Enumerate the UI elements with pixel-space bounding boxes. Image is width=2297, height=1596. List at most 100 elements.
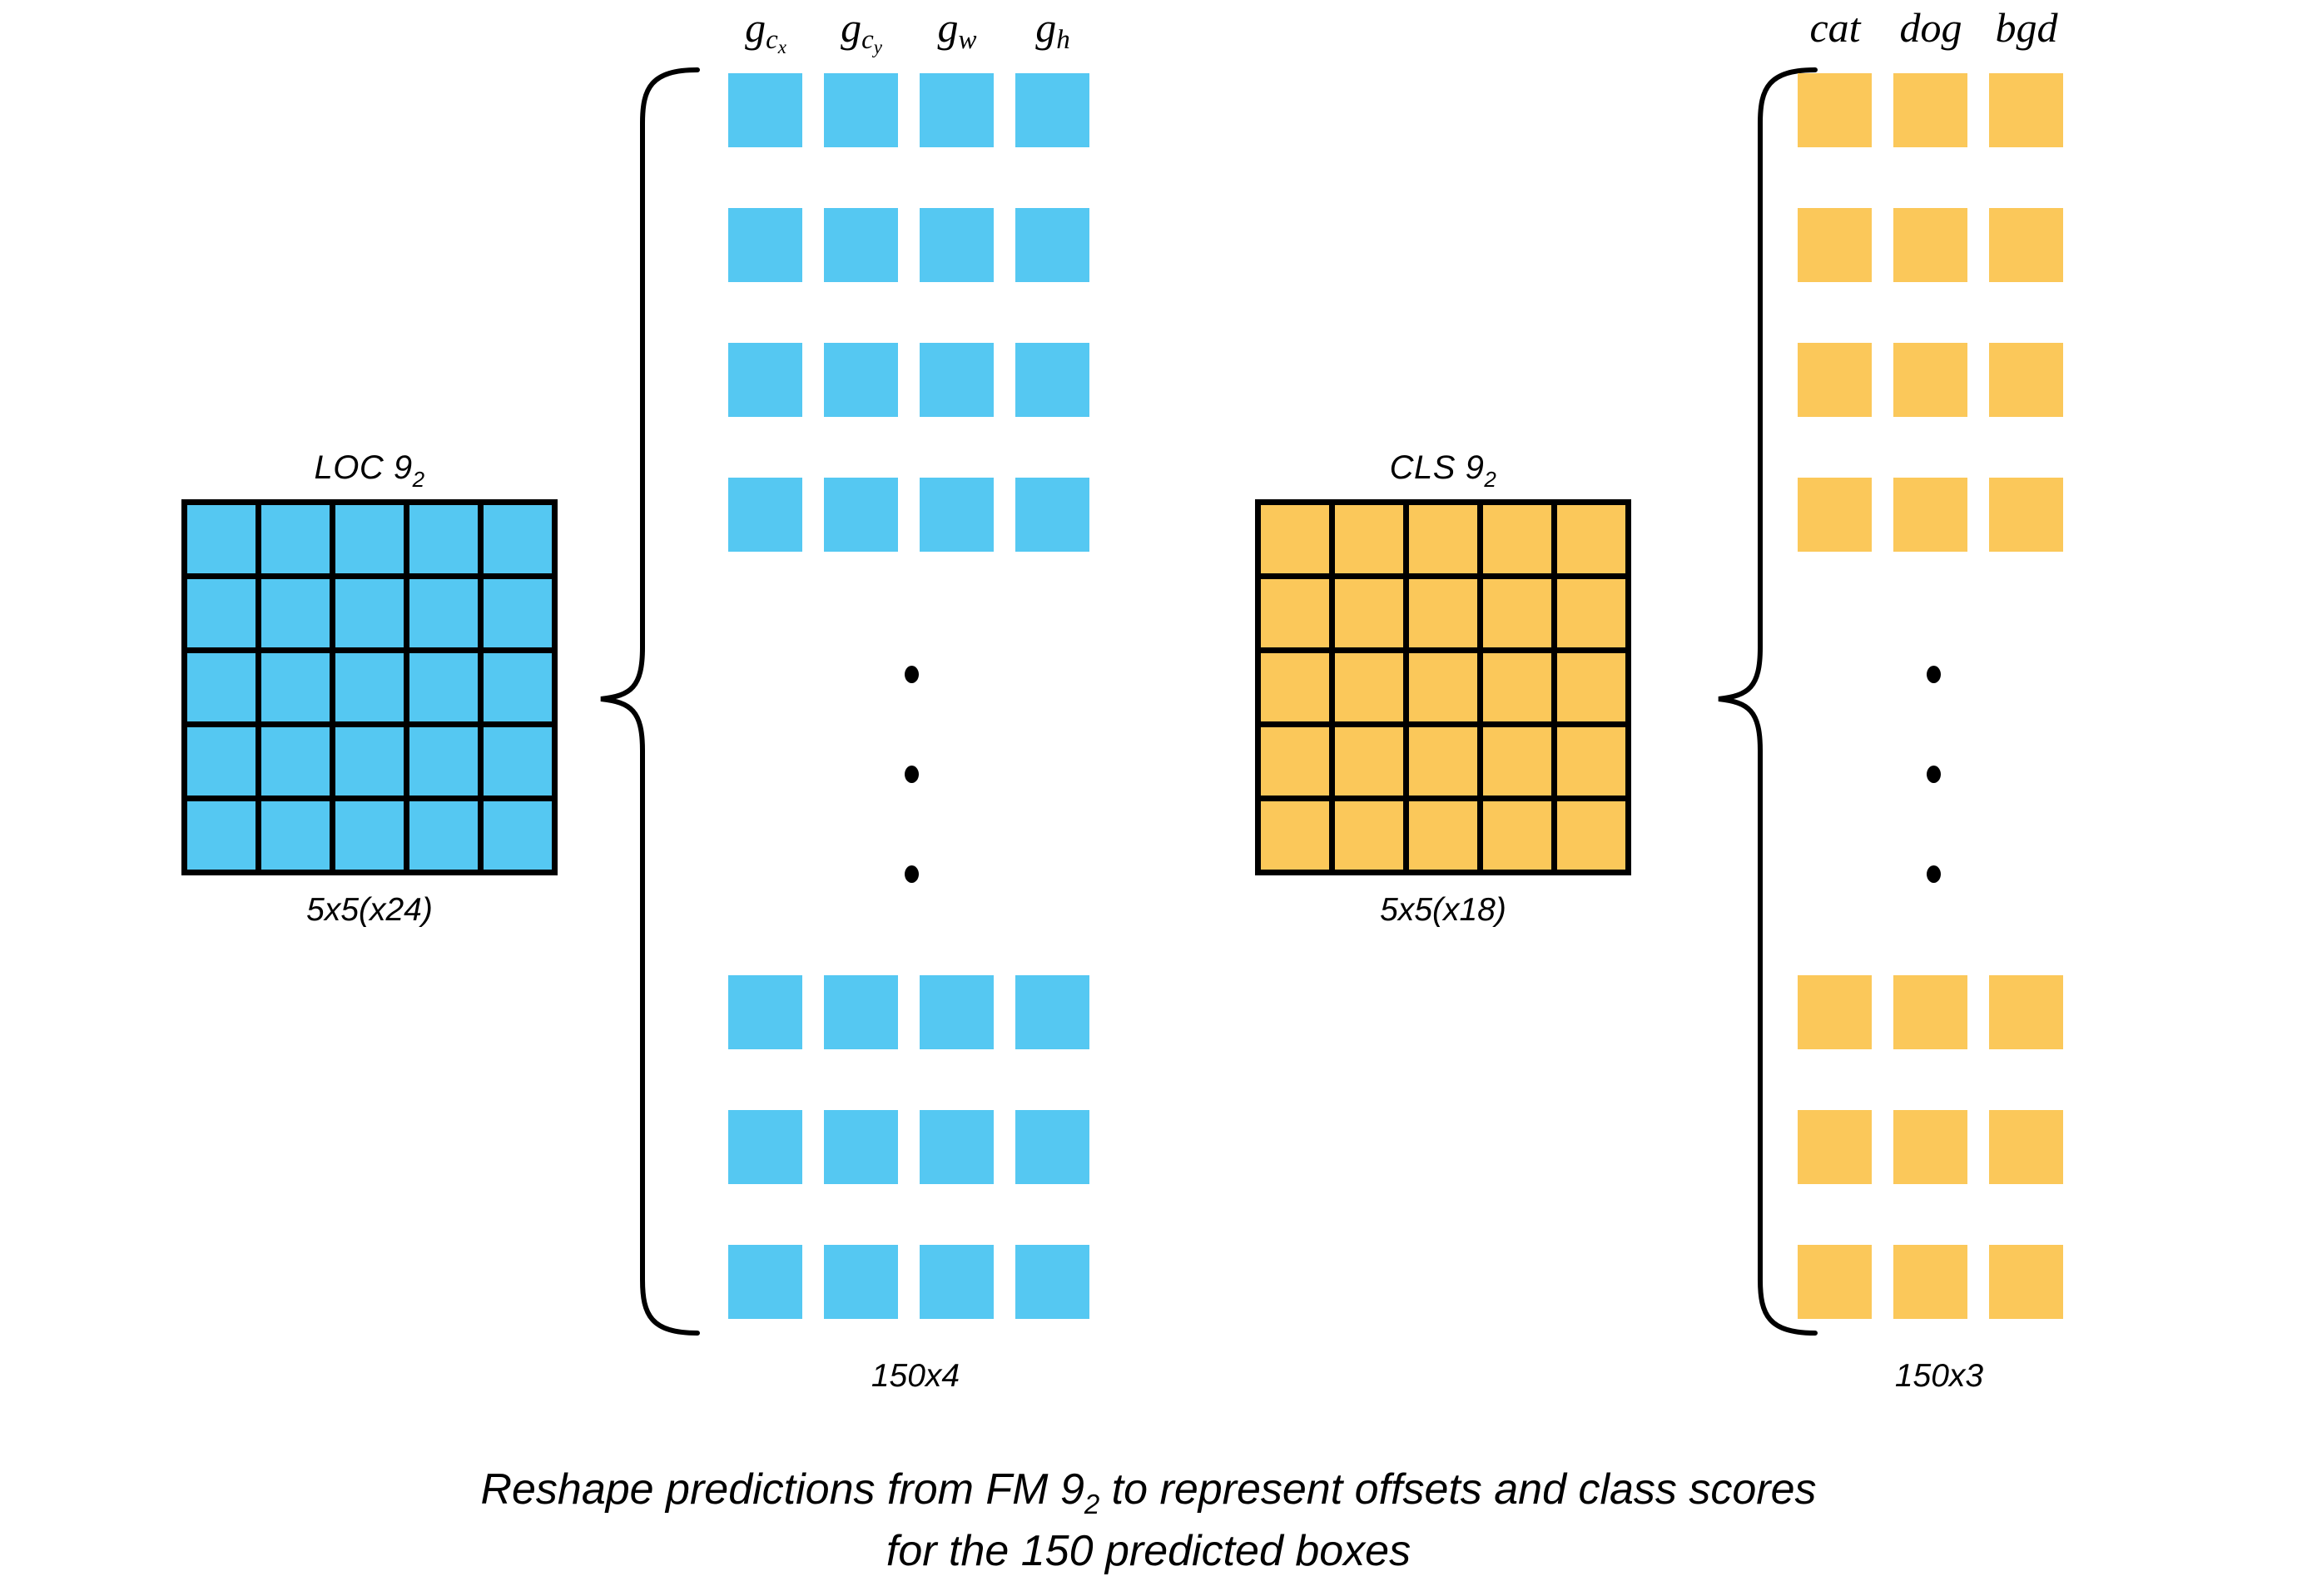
- prediction-cell-g_w-top3: [920, 478, 994, 552]
- prediction-cell-g_w-bot1: [920, 1110, 994, 1184]
- prediction-cell-g_h-top3: [1015, 478, 1089, 552]
- feature-map-cell: [335, 579, 404, 647]
- prediction-cell-g_h-bot2: [1015, 1245, 1089, 1319]
- feature-map-cell: [1483, 801, 1551, 870]
- prediction-cell-g_cx-top2: [728, 343, 802, 417]
- loc-title-text: LOC 9: [314, 449, 413, 486]
- feature-map-cell: [409, 653, 478, 721]
- feature-map-cell: [484, 801, 552, 870]
- prediction-cell-dog-top2: [1893, 343, 1967, 417]
- prediction-cell-g_w-top2: [920, 343, 994, 417]
- prediction-cell-g_cx-top1: [728, 208, 802, 282]
- feature-map-cell: [1261, 801, 1329, 870]
- prediction-cell-dog-top0: [1893, 73, 1967, 147]
- prediction-cell-cat-top1: [1798, 208, 1872, 282]
- prediction-cell-bgd-top0: [1989, 73, 2063, 147]
- cls-header-base-0: cat: [1809, 4, 1861, 51]
- prediction-cell-cat-bot0: [1798, 975, 1872, 1049]
- feature-map-cell: [335, 653, 404, 721]
- prediction-cell-g_cy-bot1: [824, 1110, 898, 1184]
- feature-map-cell: [1261, 505, 1329, 573]
- prediction-cell-bgd-top1: [1989, 208, 2063, 282]
- prediction-cell-g_cx-top0: [728, 73, 802, 147]
- feature-map-cell: [187, 579, 255, 647]
- feature-map-cell: [335, 801, 404, 870]
- loc-feature-map-shape-label: 5x5(x24): [306, 892, 433, 928]
- loc-curly-brace: [600, 67, 700, 1336]
- prediction-cell-g_h-bot0: [1015, 975, 1089, 1049]
- caption-line-2: for the 150 predicted boxes: [886, 1526, 1411, 1575]
- loc-header-base-1: g: [841, 4, 862, 51]
- loc-title-subscript: 2: [412, 467, 425, 492]
- loc-column-header-g-w: gw: [903, 7, 1011, 54]
- prediction-cell-cat-top2: [1798, 343, 1872, 417]
- loc-header-sub-0: c: [766, 25, 778, 55]
- feature-map-cell: [484, 727, 552, 796]
- feature-map-cell: [1409, 579, 1477, 647]
- loc-column-header-g-cy: gcy: [807, 7, 915, 57]
- cls-feature-map-shape-label: 5x5(x18): [1380, 892, 1506, 928]
- feature-map-cell: [1261, 579, 1329, 647]
- prediction-cell-dog-bot2: [1893, 1245, 1967, 1319]
- cls-column-header-dog: dog: [1877, 7, 1985, 48]
- prediction-cell-g_cx-top3: [728, 478, 802, 552]
- feature-map-cell: [1557, 653, 1625, 721]
- caption-line1-part-b: to represent offsets and class scores: [1099, 1465, 1817, 1514]
- prediction-cell-dog-bot0: [1893, 975, 1967, 1049]
- prediction-cell-g_h-top2: [1015, 343, 1089, 417]
- feature-map-cell: [261, 505, 330, 573]
- cls-stack-shape-label: 150x3: [1894, 1358, 1984, 1394]
- prediction-cell-cat-top3: [1798, 478, 1872, 552]
- feature-map-cell: [1483, 579, 1551, 647]
- prediction-cell-dog-top1: [1893, 208, 1967, 282]
- prediction-cell-bgd-top2: [1989, 343, 2063, 417]
- loc-header-subsub-1: y: [873, 37, 882, 57]
- feature-map-cell: [1409, 505, 1477, 573]
- feature-map-cell: [261, 727, 330, 796]
- prediction-cell-cat-bot2: [1798, 1245, 1872, 1319]
- feature-map-cell: [1483, 653, 1551, 721]
- prediction-cell-g_h-top0: [1015, 73, 1089, 147]
- feature-map-cell: [1335, 653, 1403, 721]
- prediction-cell-g_cx-bot2: [728, 1245, 802, 1319]
- cls-header-base-1: dog: [1899, 4, 1962, 51]
- feature-map-cell: [1261, 653, 1329, 721]
- feature-map-cell: [1483, 505, 1551, 573]
- prediction-cell-g_cx-bot0: [728, 975, 802, 1049]
- feature-map-cell: [335, 727, 404, 796]
- feature-map-cell: [1261, 727, 1329, 796]
- prediction-cell-g_cy-top2: [824, 343, 898, 417]
- prediction-cell-g_cx-bot1: [728, 1110, 802, 1184]
- loc-feature-map-grid: [181, 499, 558, 875]
- caption-line-1: Reshape predictions from FM 92 to repres…: [0, 1461, 2297, 1523]
- prediction-cell-bgd-top3: [1989, 478, 2063, 552]
- ellipsis-dot: [905, 865, 919, 883]
- feature-map-cell: [261, 801, 330, 870]
- feature-map-cell: [187, 801, 255, 870]
- prediction-cell-cat-bot1: [1798, 1110, 1872, 1184]
- prediction-cell-g_cy-top1: [824, 208, 898, 282]
- ellipsis-dot: [1927, 666, 1941, 683]
- loc-header-base-0: g: [745, 4, 766, 51]
- prediction-cell-g_h-top1: [1015, 208, 1089, 282]
- cls-column-header-bgd: bgd: [1972, 7, 2081, 48]
- feature-map-cell: [187, 727, 255, 796]
- loc-feature-map-title: LOC 92: [181, 449, 558, 493]
- feature-map-cell: [409, 727, 478, 796]
- cls-column-header-cat: cat: [1781, 7, 1889, 48]
- feature-map-cell: [187, 653, 255, 721]
- prediction-cell-cat-top0: [1798, 73, 1872, 147]
- cls-feature-map-title: CLS 92: [1255, 449, 1631, 493]
- prediction-cell-bgd-bot2: [1989, 1245, 2063, 1319]
- feature-map-cell: [409, 801, 478, 870]
- prediction-cell-g_h-bot1: [1015, 1110, 1089, 1184]
- feature-map-cell: [1483, 727, 1551, 796]
- feature-map-cell: [409, 505, 478, 573]
- prediction-cell-bgd-bot1: [1989, 1110, 2063, 1184]
- feature-map-cell: [1557, 727, 1625, 796]
- loc-column-header-g-h: gh: [999, 7, 1107, 54]
- feature-map-cell: [484, 579, 552, 647]
- loc-header-subsub-0: x: [777, 37, 786, 57]
- prediction-cell-g_w-bot0: [920, 975, 994, 1049]
